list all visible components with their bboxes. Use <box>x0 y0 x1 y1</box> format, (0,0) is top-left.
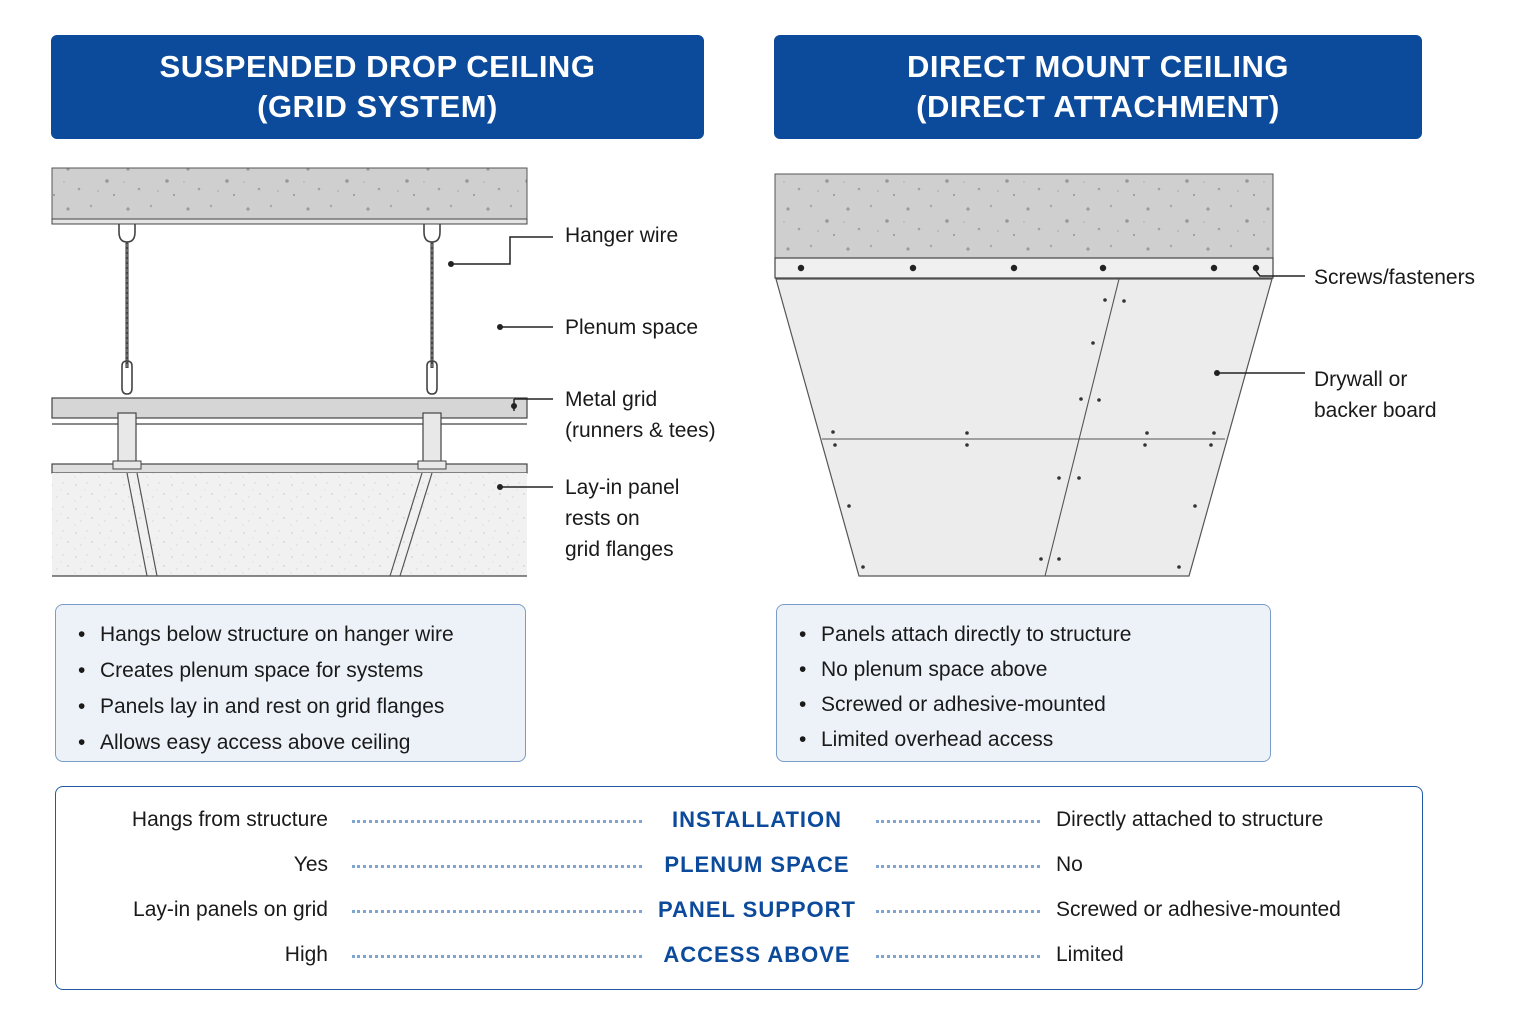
label-lay-in-line2: rests on <box>565 507 640 530</box>
suspended-ceiling-header: SUSPENDED DROP CEILING (GRID SYSTEM) <box>51 35 704 139</box>
comparison-row-panel-support: Lay-in panels on grid PANEL SUPPORT Scre… <box>56 892 1422 928</box>
label-lay-in-line3: grid flanges <box>565 538 674 561</box>
label-drywall-line2: backer board <box>1314 399 1437 422</box>
direct-mount-diagram <box>774 173 1274 577</box>
lay-in-panel <box>52 473 527 576</box>
comparison-left-value: Lay-in panels on grid <box>133 898 328 921</box>
hanger-wire-2 <box>423 224 441 395</box>
comparison-row-access: High ACCESS ABOVE Limited <box>56 937 1422 973</box>
left-leader-lines <box>451 236 553 488</box>
panel-fasteners <box>831 298 1216 569</box>
comparison-row-plenum: Yes PLENUM SPACE No <box>56 847 1422 883</box>
dot-leader <box>876 865 1040 868</box>
comparison-row-installation: Hangs from structure INSTALLATION Direct… <box>56 802 1422 838</box>
suspended-feature-item: Panels lay in and rest on grid flanges <box>78 689 525 725</box>
suspended-feature-item: Allows easy access above ceiling <box>78 725 525 761</box>
suspended-ceiling-subtitle: (GRID SYSTEM) <box>257 89 498 124</box>
comparison-left-value: Yes <box>293 853 328 876</box>
screw-heads <box>797 264 1260 272</box>
label-screws-fasteners: Screws/fasteners <box>1314 266 1476 289</box>
dot-leader <box>876 955 1040 958</box>
comparison-table: Hangs from structure INSTALLATION Direct… <box>55 786 1423 990</box>
label-plenum-space: Plenum space <box>565 316 699 339</box>
suspended-feature-item: Hangs below structure on hanger wire <box>78 617 525 653</box>
direct-feature-item: Limited overhead access <box>799 722 1270 757</box>
direct-features-list: Panels attach directly to structure No p… <box>799 617 1270 757</box>
comparison-right-value: Directly attached to structure <box>1056 808 1324 831</box>
comparison-right-value: Screwed or adhesive-mounted <box>1056 898 1341 921</box>
direct-mount-header: DIRECT MOUNT CEILING (DIRECT ATTACHMENT) <box>774 35 1422 139</box>
direct-feature-item: No plenum space above <box>799 652 1270 687</box>
direct-mount-subtitle: (DIRECT ATTACHMENT) <box>916 89 1280 124</box>
suspended-ceiling-title: SUSPENDED DROP CEILING <box>159 49 596 84</box>
dot-leader <box>352 910 642 913</box>
label-metal-grid-line2: (runners & tees) <box>565 419 716 442</box>
comparison-category: ACCESS ABOVE <box>663 942 851 967</box>
label-lay-in-panel: Lay-in panel rests on grid flanges <box>565 472 679 565</box>
suspended-ceiling-diagram <box>51 167 528 577</box>
label-lay-in-line1: Lay-in panel <box>565 476 680 499</box>
dot-leader <box>876 820 1040 823</box>
suspended-feature-item: Creates plenum space for systems <box>78 653 525 689</box>
direct-mount-title: DIRECT MOUNT CEILING <box>907 49 1289 84</box>
dot-leader <box>352 820 642 823</box>
direct-features-box: Panels attach directly to structure No p… <box>776 604 1271 762</box>
label-metal-grid-line1: Metal grid <box>565 388 658 411</box>
comparison-category: INSTALLATION <box>671 807 843 832</box>
slab-underside-left <box>51 218 528 225</box>
label-drywall: Drywall or backer board <box>1314 364 1437 426</box>
comparison-left-value: High <box>284 943 328 966</box>
backer-strip <box>774 257 1274 279</box>
dot-leader <box>352 865 642 868</box>
hanger-wire-1 <box>118 224 136 395</box>
dot-leader <box>876 910 1040 913</box>
comparison-right-value: Limited <box>1056 943 1124 966</box>
main-runner <box>51 397 528 419</box>
drywall-panel <box>775 278 1273 577</box>
suspended-features-list: Hangs below structure on hanger wire Cre… <box>78 617 525 761</box>
comparison-category: PLENUM SPACE <box>664 852 850 877</box>
label-hanger-wire: Hanger wire <box>565 224 679 247</box>
label-drywall-line1: Drywall or <box>1314 368 1408 391</box>
concrete-slab-left <box>51 167 528 221</box>
panel-grid-edges <box>126 472 433 577</box>
direct-feature-item: Panels attach directly to structure <box>799 617 1270 652</box>
comparison-category: PANEL SUPPORT <box>658 897 856 922</box>
right-leader-lines <box>1217 270 1305 374</box>
comparison-right-value: No <box>1056 853 1083 876</box>
grid-tees <box>117 412 442 467</box>
label-metal-grid: Metal grid (runners & tees) <box>565 384 716 446</box>
concrete-slab-right <box>774 173 1274 259</box>
direct-feature-item: Screwed or adhesive-mounted <box>799 687 1270 722</box>
dot-leader <box>352 955 642 958</box>
panel-seams <box>822 278 1225 577</box>
suspended-features-box: Hangs below structure on hanger wire Cre… <box>55 604 526 762</box>
comparison-left-value: Hangs from structure <box>131 808 328 831</box>
